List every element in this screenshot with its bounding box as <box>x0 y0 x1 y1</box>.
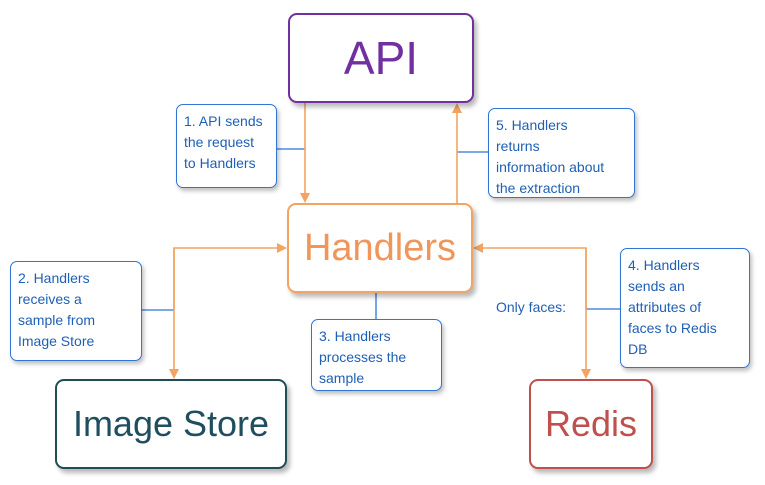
callout-line: 2. Handlers <box>18 270 90 286</box>
callout-line: the request <box>184 134 255 150</box>
callout-line: processes the <box>319 349 407 365</box>
callout-line: DB <box>628 341 648 357</box>
callout-line: the extraction <box>496 180 581 196</box>
callout-line: Image Store <box>18 333 95 349</box>
callout-line: 4. Handlers <box>628 257 700 273</box>
callout-step-1: 1. API sends the request to Handlers <box>176 104 277 188</box>
callout-line: returns <box>496 138 540 154</box>
image-store-node: Image Store <box>55 379 287 469</box>
callout-line: receives a <box>18 291 82 307</box>
callout-line: 5. Handlers <box>496 117 568 133</box>
callout-line: sends an <box>628 278 685 294</box>
callout-step-3: 3. Handlers processes the sample <box>311 319 442 391</box>
handlers-node: Handlers <box>287 203 473 293</box>
callout-step-4: 4. Handlers sends an attributes of faces… <box>620 248 750 368</box>
callout-line: sample <box>319 370 365 386</box>
callout-line: to Handlers <box>184 155 256 171</box>
callout-line: faces to Redis <box>628 320 717 336</box>
api-node: API <box>288 13 474 103</box>
arrow-store-to-handlers <box>173 243 287 310</box>
callout-line: information about <box>496 159 605 175</box>
only-faces-label: Only faces: <box>496 299 567 315</box>
handlers-node-label: Handlers <box>303 226 457 269</box>
redis-node-label: Redis <box>544 403 638 444</box>
callout-step-2: 2. Handlers receives a sample from Image… <box>10 261 142 361</box>
redis-node: Redis <box>529 379 653 469</box>
callout-line: 3. Handlers <box>319 328 391 344</box>
callout-line: sample from <box>18 312 96 328</box>
api-node-label: API <box>343 32 419 84</box>
callout-step-5: 5. Handlers returns information about th… <box>488 108 635 198</box>
callout-line: 1. API sends <box>184 113 263 129</box>
image-store-node-label: Image Store <box>72 403 270 444</box>
callout-line: attributes of <box>628 299 702 315</box>
